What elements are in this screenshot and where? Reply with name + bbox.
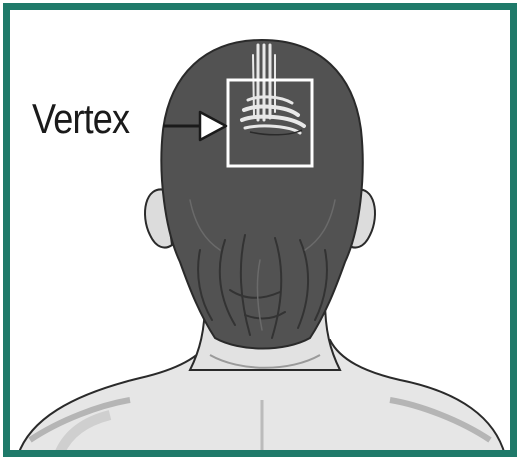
hair — [161, 40, 362, 349]
vertex-label: Vertex — [32, 98, 129, 140]
